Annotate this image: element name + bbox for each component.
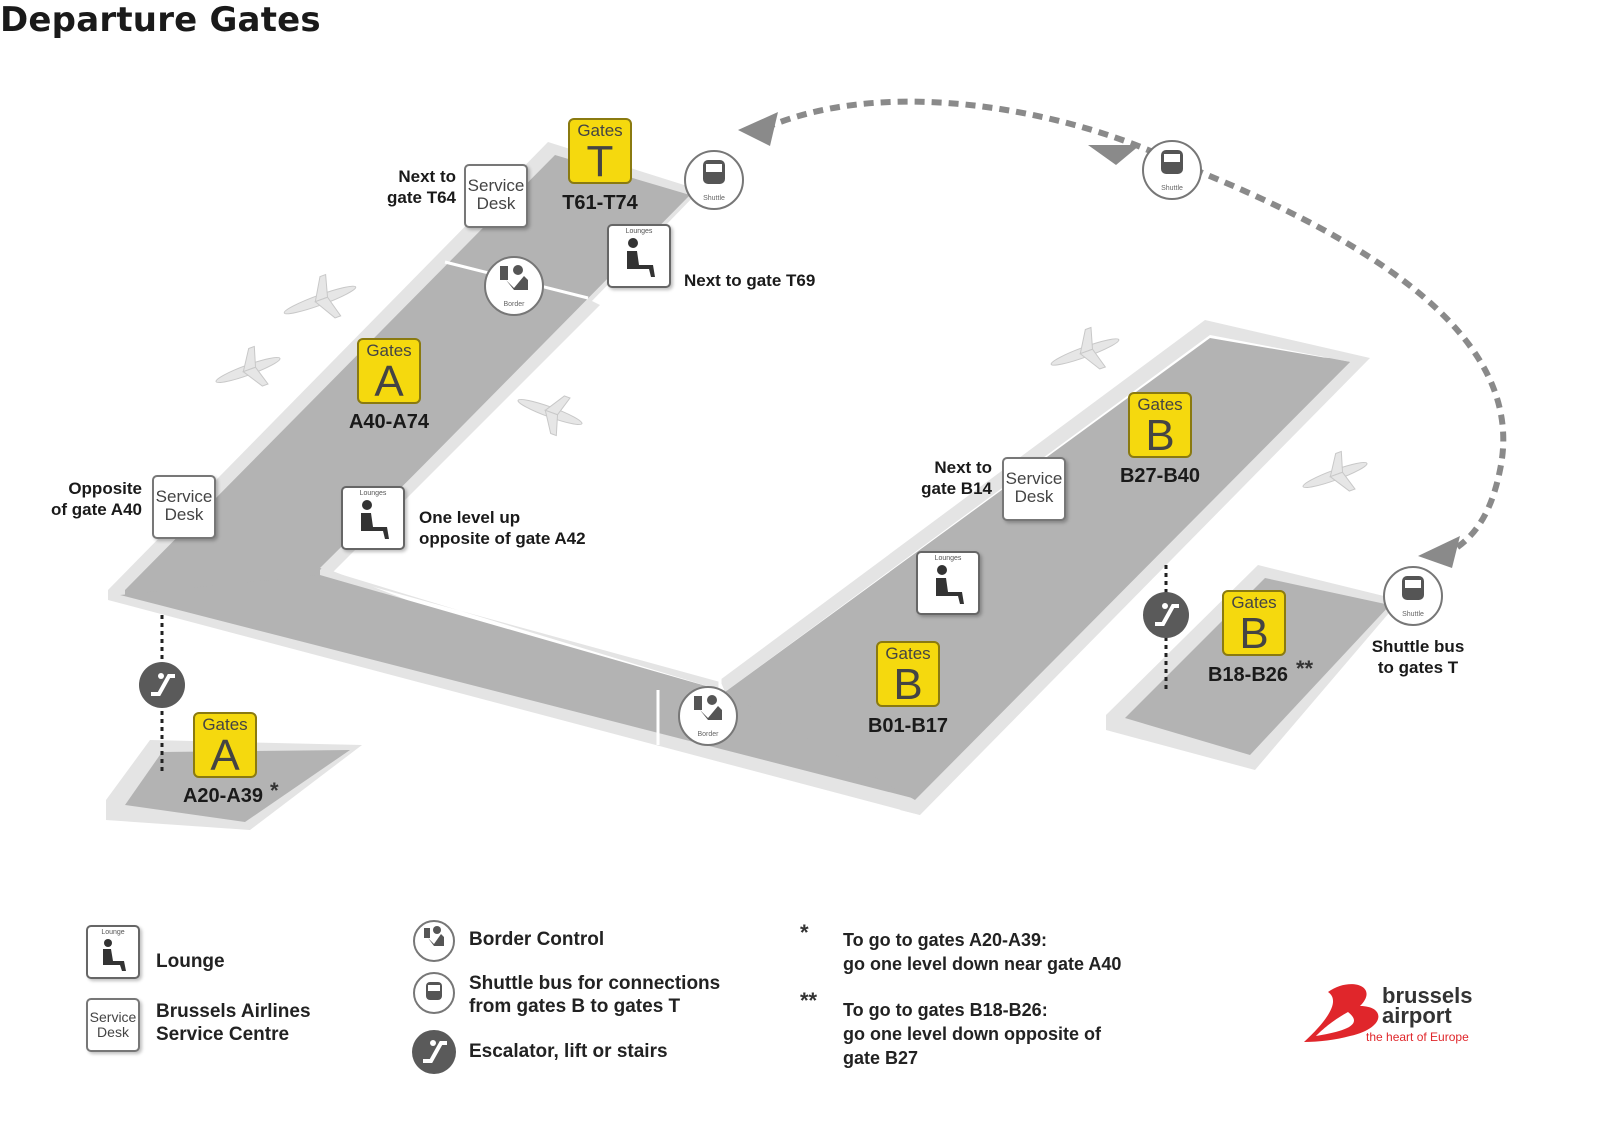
escalator-icon[interactable] — [139, 662, 185, 708]
note-2: To go to gates B18-B26:go one level down… — [843, 1000, 1102, 1068]
route-arrow-bottom — [1418, 536, 1460, 568]
gate-range-b-upper: B27-B40 — [1119, 465, 1201, 487]
shuttle-stop-b[interactable]: Shuttle — [1383, 566, 1443, 626]
airplane-icon — [517, 395, 583, 437]
gate-range-b-lower: B18-B26 — [1207, 664, 1289, 686]
border-officer-icon — [694, 695, 722, 720]
legend-escalator-label: Escalator, lift or stairs — [469, 1041, 668, 1062]
lounge-a[interactable]: Lounges — [341, 486, 405, 550]
legend-escalator-icon — [412, 1030, 456, 1074]
airplane-icon — [215, 345, 281, 387]
footnote-marker: ** — [1296, 656, 1314, 681]
legend-border-label: Border Control — [469, 929, 605, 950]
shuttle-stop-mid[interactable]: Shuttle — [1142, 140, 1202, 200]
gate-range-t: T61-T74 — [562, 192, 638, 214]
gate-range-a-upper: A40-A74 — [348, 411, 430, 433]
gate-range-a-lower: A20-A39 — [182, 785, 264, 807]
lounge-seat-icon — [361, 500, 389, 539]
route-arrow-mid — [1088, 145, 1140, 165]
logo-line1: brussels — [1382, 983, 1473, 1008]
lounge-t[interactable]: Lounges — [607, 224, 671, 288]
pier-a-floor — [125, 155, 720, 690]
border-control-t[interactable]: Border — [484, 256, 544, 316]
page-title: Departure Gates — [0, 0, 321, 40]
airplane-icon — [283, 273, 357, 319]
bus-icon — [1161, 150, 1183, 174]
escalator-icon[interactable] — [1143, 592, 1189, 638]
shuttle-route — [763, 98, 1507, 555]
bus-icon — [703, 160, 725, 184]
legend-lounge-label: Lounge — [156, 951, 225, 972]
brussels-airport-logo: brussels airport the heart of Europe — [1300, 978, 1480, 1048]
note-marker-2: ** — [800, 988, 818, 1013]
gate-range-b-middle: B01-B17 — [867, 715, 949, 737]
legend-border-icon — [413, 920, 455, 962]
logo-line2: airport — [1382, 1003, 1452, 1028]
logo-tagline: the heart of Europe — [1366, 1030, 1469, 1044]
border-officer-icon — [500, 265, 528, 290]
shuttle-stop-t[interactable]: Shuttle — [684, 150, 744, 210]
lower-a-floor — [125, 750, 350, 822]
airplane-icon — [1050, 326, 1120, 370]
footnote-marker: * — [270, 778, 279, 803]
note-marker-1: * — [800, 920, 809, 945]
pier-a-wall — [108, 142, 920, 815]
lounge-b[interactable]: Lounges — [916, 551, 980, 615]
legend-lounge-icon: Lounge — [86, 925, 140, 979]
lounge-seat-icon — [936, 565, 964, 604]
lower-b-floor — [1125, 578, 1390, 755]
border-control-main[interactable]: Border — [678, 686, 738, 746]
legend-shuttle-icon — [413, 972, 455, 1014]
bus-icon — [1402, 576, 1424, 600]
lounge-t-note: Next to gate T69 — [684, 271, 816, 290]
airplane-icon — [1302, 450, 1368, 492]
logo-b-mark-icon — [1304, 984, 1379, 1042]
note-1: To go to gates A20-A39:go one level down… — [843, 930, 1122, 974]
route-arrow-top — [738, 112, 778, 146]
lounge-seat-icon — [627, 238, 655, 277]
